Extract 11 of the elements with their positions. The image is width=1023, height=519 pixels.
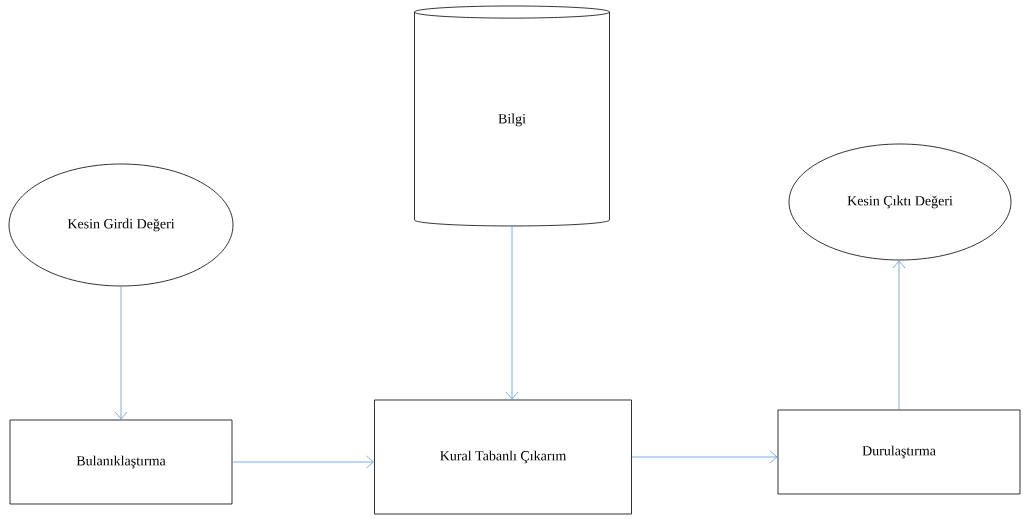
arrow <box>892 260 906 410</box>
arrow <box>232 455 374 469</box>
database-cylinder: Bilgi <box>414 5 610 227</box>
process-box: Kural Tabanlı Çıkarım <box>374 399 632 515</box>
ellipse-node: Kesin Girdi Değeri <box>8 163 234 287</box>
process-box: Durulaştırma <box>777 409 1021 495</box>
process-box: Bulanıklaştırma <box>9 419 233 505</box>
ellipse-node: Kesin Çıktı Değeri <box>788 143 1012 261</box>
arrow <box>631 450 778 464</box>
arrow <box>114 286 128 420</box>
arrow <box>505 225 519 400</box>
